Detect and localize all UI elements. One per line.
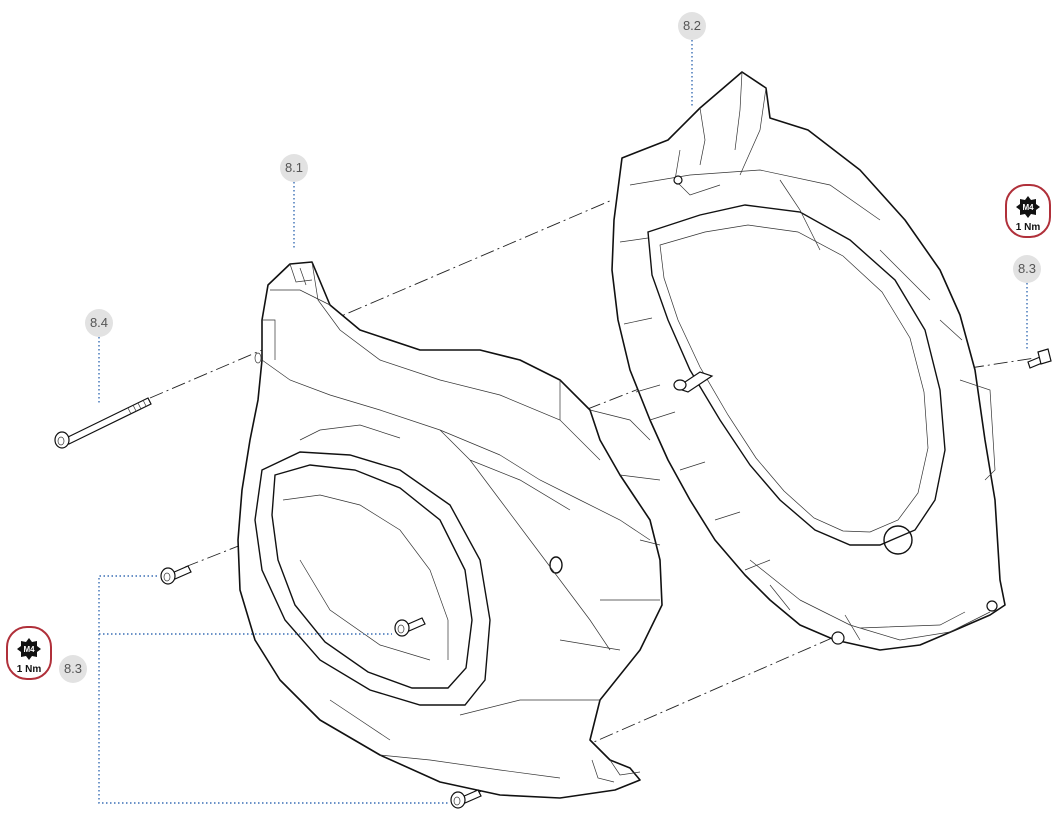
housing-shell-8-2-inner-rim [659,224,929,533]
torque-badge-left-size: M4 [23,645,35,654]
screw-8-3-bottom-head [450,791,466,809]
front-cover-8-1-opening-outer [254,451,491,706]
housing-shell-8-2-hole [883,525,913,555]
housing-shell-8-2-left-ribs [619,237,771,571]
torque-badge-right-size: M4 [1022,203,1034,212]
front-cover-8-1-opening-inner [271,464,473,689]
callout-8-3-left: 8.3 [59,655,87,683]
callout-8-1-bubble [280,154,308,182]
screw-8-3-bottom [450,789,482,809]
screw-8-3-upper-left-recess [163,572,171,582]
callout-8-4: 8.4 [85,309,113,337]
screw-8-3-upper-left-head [160,567,176,585]
callout-8-3-right-bubble [1013,255,1041,283]
screw-8-4-head [54,431,70,449]
housing-shell-8-2 [611,71,1006,651]
torx-icon [17,638,41,660]
housing-shell-8-2-bottom-ribs [749,559,991,641]
callout-8-1-label: 8.1 [285,160,303,175]
housing-shell-8-2-tab-right [986,600,998,612]
front-cover-8-1-contour-b [379,429,651,779]
housing-shell-8-2-boss-hole [673,379,687,391]
front-cover-8-1-opening-inset [282,494,449,661]
torque-badge-left-value: 1 Nm [17,664,42,675]
axis-right-screw [969,357,1036,369]
screw-8-3-upper-left [160,565,192,585]
screw-8-4-thread [127,399,147,415]
callout-8-3-right: 8.3 [1013,255,1041,283]
torque-badge-right-value: 1 Nm [1016,222,1041,233]
axis-upper [149,199,613,399]
front-cover-8-1-side-hole [254,352,262,364]
callout-8-2-label: 8.2 [683,18,701,33]
housing-shell-8-2-bottom-boss [831,631,845,645]
housing-shell-8-2-rim [647,204,946,546]
front-cover-8-1-outline [237,261,663,799]
housing-shell-8-2-contour-b [674,71,767,196]
screw-8-3-bottom-recess [453,796,461,806]
callout-8-1: 8.1 [280,154,308,182]
front-cover-8-1-top-tab [289,263,313,286]
torque-badge-right: M4 1 Nm [1005,184,1051,238]
front-cover-8-1-contour-c [262,319,661,741]
leader-8-3-left-group [98,575,448,804]
screw-8-3-right-head [1037,348,1052,365]
housing-shell-8-2-contour-a [629,169,996,481]
callout-8-3-right-label: 8.3 [1018,261,1036,276]
screw-8-3-inner [394,617,426,637]
housing-shell-8-2-outline [611,71,1006,651]
screw-8-4-shank [65,397,152,445]
screw-8-3-inner-head [394,619,410,637]
screw-8-4-head-recess [57,436,65,446]
torque-badge-left: M4 1 Nm [6,626,52,680]
callout-8-3-left-bubble [59,655,87,683]
housing-shell-8-2-tab-top [673,175,683,185]
front-cover-8-1 [237,261,663,799]
front-cover-8-1-contour-a [261,261,601,461]
torx-icon [1016,196,1040,218]
screw-8-3-right [1027,348,1052,369]
callout-8-2-bubble [678,12,706,40]
leader-lines [98,40,1028,804]
callout-8-4-bubble [85,309,113,337]
screw-8-3-inner-recess [397,624,405,634]
callout-8-4-label: 8.4 [90,315,108,330]
callout-8-2: 8.2 [678,12,706,40]
callout-8-3-left-label: 8.3 [64,661,82,676]
screw-8-4-long [54,397,152,449]
front-cover-8-1-hole [549,556,563,574]
front-cover-8-1-bottom-tab [591,759,641,783]
